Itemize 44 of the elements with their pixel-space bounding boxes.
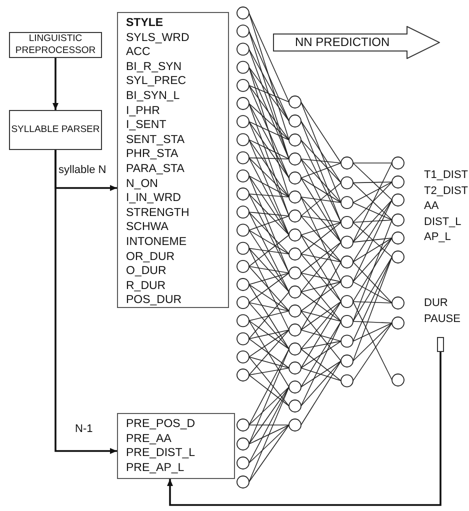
edge-label: N-1 bbox=[75, 423, 93, 435]
feature-name: I_SENT bbox=[126, 118, 168, 133]
feature-name: O_DUR bbox=[126, 264, 168, 279]
feature-list-box bbox=[117, 413, 235, 479]
feature-name: STRENGTH bbox=[126, 206, 190, 220]
process-box: LINGUISTIC PREPROCESSOR bbox=[9, 32, 102, 58]
output-label: T1_DIST bbox=[424, 168, 468, 182]
neural-network-drawing bbox=[236, 5, 406, 490]
output-marker bbox=[437, 337, 444, 352]
feature-name: BI_R_SYN bbox=[126, 60, 183, 74]
feature-name: I_PHR bbox=[126, 104, 161, 118]
output-label: DUR bbox=[424, 296, 448, 310]
output-label: T2_DIST bbox=[424, 184, 468, 198]
process-box: SYLLABLE PARSER bbox=[9, 110, 102, 150]
feature-name: SENT_STA bbox=[126, 132, 186, 148]
output-label: DIST_L bbox=[424, 215, 462, 229]
arrow bbox=[52, 58, 58, 110]
feature-name: PHR_STA bbox=[126, 147, 180, 162]
feature-name: PRE_AP_L bbox=[126, 460, 186, 476]
feature-name: POS_DUR bbox=[126, 293, 183, 308]
feature-name: N_ON bbox=[126, 176, 159, 192]
output-label: PAUSE bbox=[424, 312, 460, 326]
feature-name: SCHWA bbox=[126, 220, 170, 235]
feature-name: PRE_AA bbox=[126, 432, 172, 446]
feature-list-box bbox=[117, 12, 229, 308]
feature-name: OR_DUR bbox=[126, 250, 176, 264]
feature-name: PRE_DIST_L bbox=[126, 446, 196, 461]
prediction-arrow bbox=[273, 26, 440, 59]
output-label: AP_L bbox=[424, 230, 451, 244]
feature-name: INTONEME bbox=[126, 234, 188, 250]
feature-name: STYLE bbox=[126, 16, 164, 31]
arrow bbox=[167, 352, 442, 506]
feature-name: PRE_POS_D bbox=[126, 417, 196, 432]
output-label: AA bbox=[424, 199, 439, 213]
arrow-text: NN PREDICTION bbox=[295, 35, 390, 49]
feature-name: PARA_STA bbox=[126, 162, 186, 177]
edge-label: syllable N bbox=[58, 164, 106, 176]
feature-name: SYLS_WRD bbox=[126, 30, 190, 46]
feature-name: R_DUR bbox=[126, 278, 167, 294]
feature-name: BI_SYN_L bbox=[126, 88, 181, 104]
feature-name: I_IN_WRD bbox=[126, 191, 182, 206]
feature-name: ACC bbox=[126, 45, 152, 60]
feature-name: SYL_PREC bbox=[126, 74, 188, 89]
arrow bbox=[54, 150, 117, 454]
